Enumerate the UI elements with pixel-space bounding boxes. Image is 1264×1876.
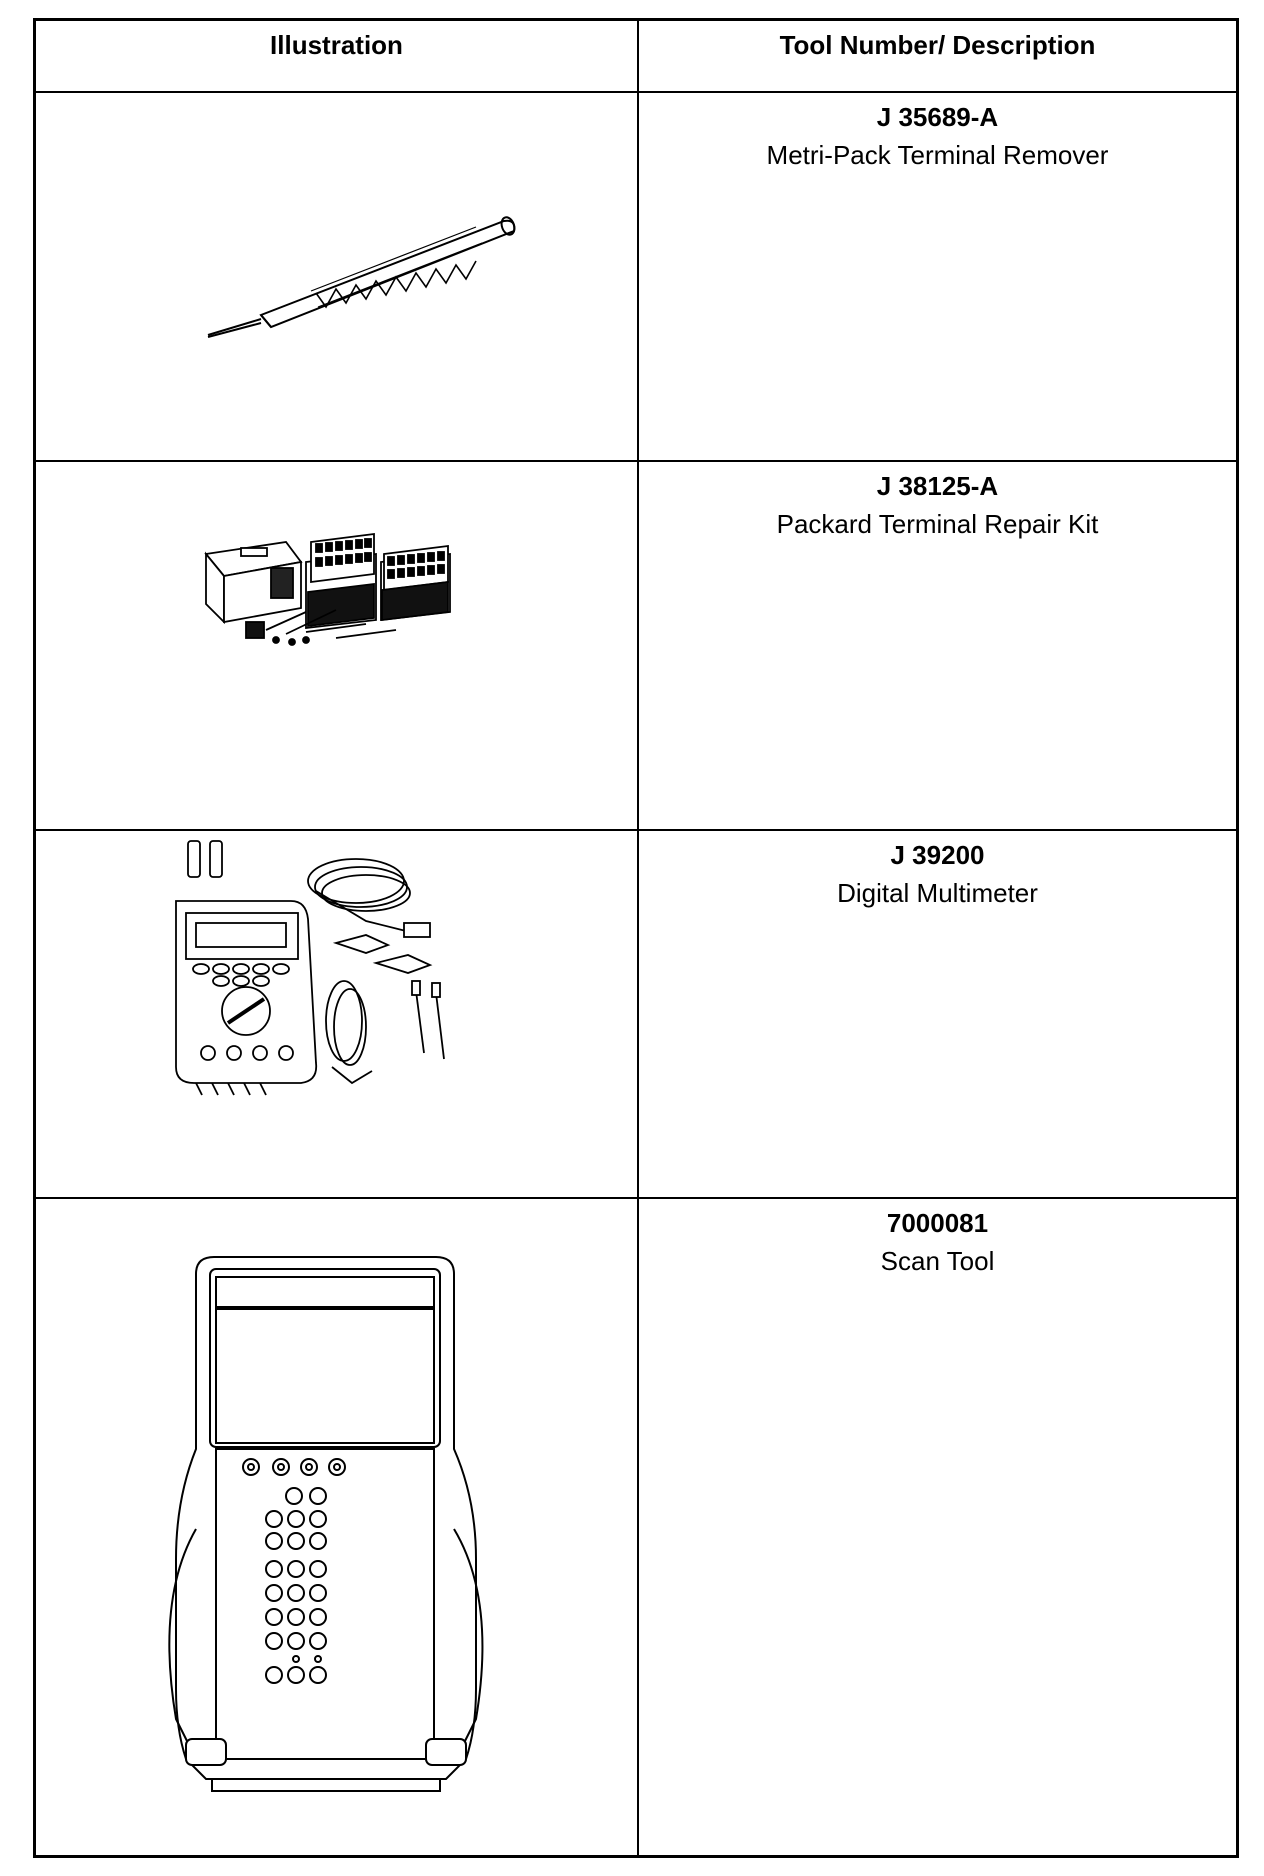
terminal-remover-illustration [36, 93, 637, 460]
table-row-4-description: 7000081 Scan Tool [639, 1199, 1236, 1277]
header-tool-description: Tool Number/ Description [779, 29, 1096, 60]
tool-number: J 35689-A [876, 102, 999, 132]
tool-description: Digital Multimeter [837, 878, 1038, 908]
table-row-2-description: J 38125-A Packard Terminal Repair Kit [639, 462, 1236, 540]
header-illustration: Illustration [270, 29, 403, 60]
row-divider [36, 1197, 1236, 1199]
terminal-repair-kit-illustration [36, 462, 637, 829]
row-divider [36, 829, 1236, 831]
column-divider [637, 21, 639, 1855]
tool-description: Scan Tool [880, 1246, 995, 1276]
tool-number: J 38125-A [876, 471, 999, 501]
tool-number: J 39200 [890, 840, 985, 870]
row-divider [36, 460, 1236, 462]
scan-tool-illustration [36, 1199, 637, 1855]
table-row-3-description: J 39200 Digital Multimeter [639, 831, 1236, 909]
tool-description: Packard Terminal Repair Kit [776, 509, 1099, 539]
digital-multimeter-illustration [36, 831, 637, 1197]
table-row-1-description: J 35689-A Metri-Pack Terminal Remover [639, 93, 1236, 171]
tool-description: Metri-Pack Terminal Remover [766, 140, 1109, 170]
tool-table: Illustration Tool Number/ Description J … [33, 18, 1239, 1858]
row-divider [36, 91, 1236, 93]
tool-number: 7000081 [886, 1208, 989, 1238]
